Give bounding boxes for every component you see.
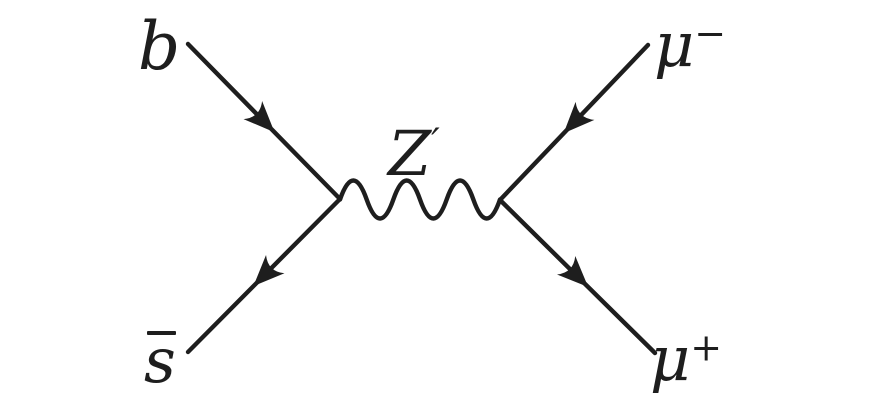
mu-plus-charge-sign: + [690, 325, 723, 370]
s-antiquark-label: s [144, 330, 176, 392]
mu-plus-label: μ+ [650, 328, 722, 390]
mu-plus-arrowhead-icon [556, 255, 589, 287]
b-quark-arrowhead-icon [243, 100, 275, 133]
s-antiquark-arrowhead-icon [253, 254, 285, 287]
z-prime-prime-mark: ′ [431, 120, 440, 165]
mu-minus-symbol: μ [654, 8, 695, 81]
mu-minus-charge-sign: − [694, 11, 727, 56]
mu-minus-arrowhead-icon [563, 101, 595, 134]
z-prime-label: Z′ [388, 123, 440, 185]
mu-plus-symbol: μ [650, 322, 691, 395]
b-quark-symbol: b [138, 8, 181, 85]
antiparticle-overbar [147, 331, 176, 335]
z-prime-wavy-propagator [337, 178, 503, 221]
mu-minus-label: μ− [654, 14, 726, 76]
z-prime-symbol: Z [388, 117, 432, 190]
b-quark-label: b [138, 14, 180, 80]
s-antiquark-symbol: s [144, 324, 176, 397]
